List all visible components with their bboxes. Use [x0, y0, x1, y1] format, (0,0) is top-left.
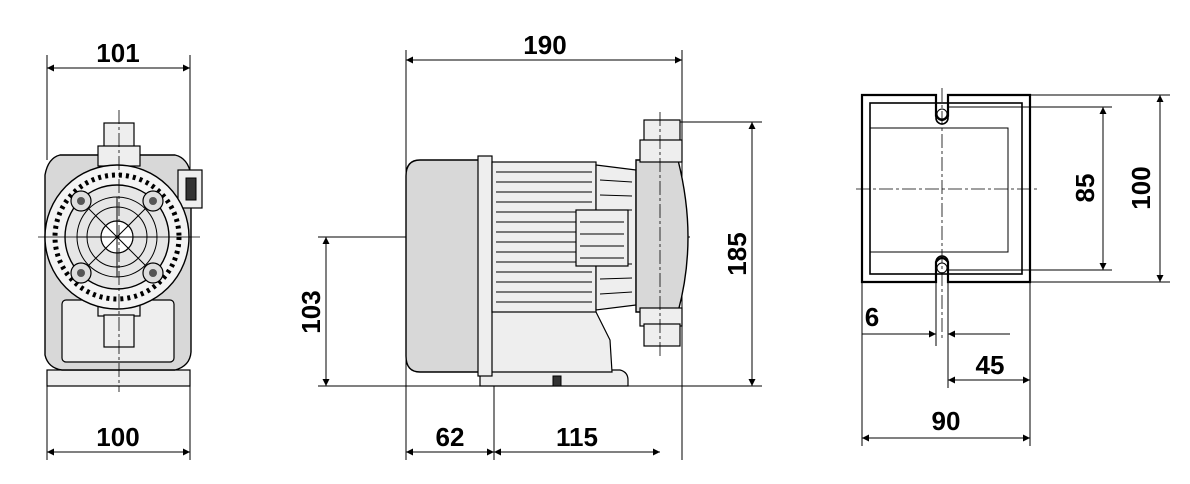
front-side-connector [177, 169, 203, 209]
front-bottom-dimension-label: 100 [96, 422, 139, 452]
side-length-dimension-label: 190 [523, 30, 566, 60]
base-slot-width-dimension-label: 6 [865, 302, 879, 332]
side-pump-head [635, 159, 689, 313]
side-axis-height-dimension-label: 103 [296, 290, 326, 333]
base-plate-recess [869, 127, 1009, 253]
base-plan-view: 100 85 6 45 90 [856, 88, 1170, 446]
side-flange [477, 155, 493, 377]
front-base [46, 369, 191, 387]
front-top-dimension-label: 101 [96, 38, 139, 68]
side-right-offset-dimension-label: 115 [556, 422, 598, 452]
side-lower-port [643, 323, 681, 347]
side-upper-port [643, 119, 681, 143]
side-drive-block [575, 209, 629, 267]
side-rear-cover [405, 159, 483, 373]
side-left-offset-dimension-label: 62 [436, 422, 465, 452]
base-width-dimension-label: 90 [932, 406, 961, 436]
side-height-dimension-label: 185 [722, 232, 752, 275]
base-slot-spacing-dimension-label: 85 [1070, 174, 1100, 203]
side-view: 190 185 103 62 115 [296, 30, 762, 460]
base-plate-inner [869, 102, 1023, 275]
base-depth-dimension-label: 100 [1126, 166, 1156, 209]
side-lower-fitting [639, 307, 683, 327]
front-screws [70, 190, 164, 284]
base-slot-offset-dimension-label: 45 [976, 350, 1005, 380]
front-view: 101 100 [38, 38, 203, 460]
front-side-connector-plug [185, 177, 197, 201]
side-upper-fitting [639, 139, 683, 163]
side-foot-bolt [552, 375, 562, 387]
